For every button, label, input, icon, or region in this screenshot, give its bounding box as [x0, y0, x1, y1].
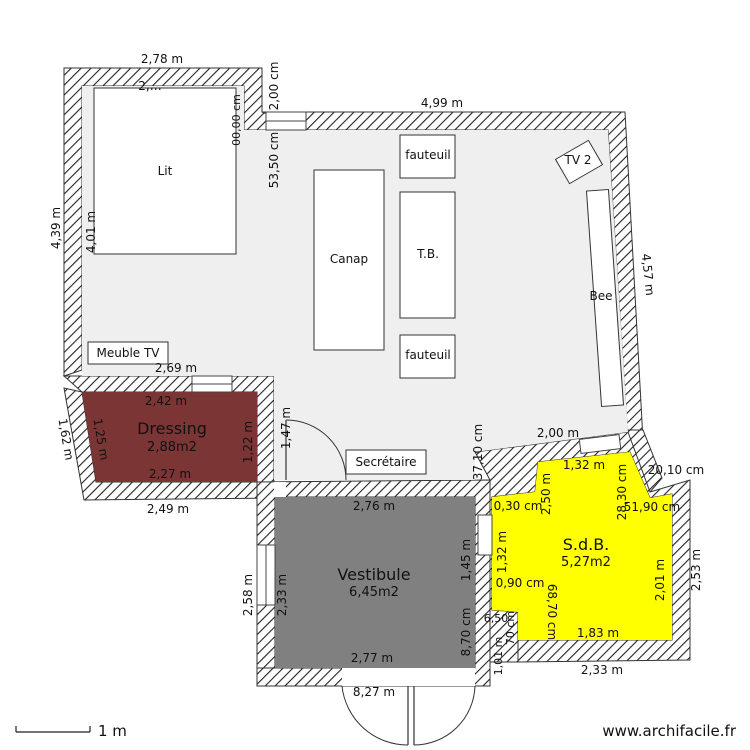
dressing-name: Dressing — [137, 419, 207, 438]
dim-sdb-top-right: 20,10 cm — [648, 463, 704, 477]
dim-left-inner: 4,01 m — [84, 211, 98, 253]
bed — [93, 87, 237, 255]
dim-sdb-small-a: 6,50 — [484, 612, 509, 625]
bee-label: Bee — [590, 289, 613, 303]
dim-sdb-left-90: 0,90 cm — [496, 576, 545, 590]
dim-dressing-top: 2,42 m — [145, 394, 187, 408]
dim-meuble-tv: 2,69 m — [155, 361, 197, 375]
dim-sdb-top-wall: 2,00 m — [537, 426, 579, 440]
sdb-name: S.d.B. — [563, 535, 610, 554]
dim-vestibule-top: 2,76 m — [353, 499, 395, 513]
dim-top-left: 2,78 m — [141, 52, 183, 66]
tv-2 — [554, 139, 604, 185]
dim-vestibule-left-outer: 2,58 m — [241, 574, 255, 616]
tv-cabinet — [87, 341, 169, 365]
dim-door-height: 1,47 m — [279, 407, 293, 449]
dressing-area: 2,88m2 — [147, 440, 197, 455]
dim-sdb-small-b: 1,01 m — [492, 637, 505, 676]
dim-sdb-right-190: 51,90 cm — [624, 500, 680, 514]
dim-sdb-left-upper: 2,50 m — [539, 473, 553, 515]
dim-vestibule-left-inner: 2,33 m — [275, 574, 289, 616]
vestibule-name: Vestibule — [337, 565, 410, 584]
dim-sdb-top-inner: 1,32 m — [563, 458, 605, 472]
dressing-floor — [82, 392, 257, 482]
dim-sdb-top-left: 37,10 cm — [471, 424, 485, 480]
dim-sdb-bottom-inner: 1,83 m — [577, 626, 619, 640]
vestibule-area: 6,45m2 — [349, 585, 399, 600]
dim-sdb-right-outer: 2,53 m — [689, 549, 703, 591]
window-sdb-left — [477, 514, 493, 556]
bee-shelf — [585, 188, 625, 408]
tv-2-label: TV 2 — [564, 153, 592, 167]
dim-sdb-right-inner: 2,01 m — [653, 559, 667, 601]
coffee-table — [399, 191, 456, 319]
dim-partition-2cm: 2,00 cm — [267, 62, 281, 111]
door-dressing-vestibule — [274, 419, 347, 497]
armchair-top — [399, 134, 456, 179]
dim-dressing-right: 1,22 m — [241, 421, 255, 463]
dim-sdb-right-upper: 28,30 cm — [615, 464, 629, 520]
secretary-desk-label: Secrétaire — [355, 455, 416, 469]
window-sdb — [578, 434, 622, 454]
secretary-desk — [345, 449, 427, 475]
dim-top-left-inner: 2,… — [138, 79, 161, 93]
entrance-doors — [341, 668, 476, 746]
dim-sdb-left-30: 0,30 cm — [494, 499, 543, 513]
tv-cabinet-label: Meuble TV — [96, 346, 160, 360]
dim-vestibule-bottom: 2,77 m — [351, 651, 393, 665]
sdb-floor — [492, 452, 672, 640]
bed-label: Lit — [158, 164, 173, 178]
scale-bar: 1 m — [15, 722, 127, 740]
dim-sdb-small-c: 70 cm — [504, 611, 517, 645]
dim-top-right: 4,99 m — [421, 96, 463, 110]
dim-sdb-left-lower: 68,70 cm — [545, 584, 559, 640]
dim-vestibule-right: 1,45 m — [459, 539, 473, 581]
dim-dressing-bottom: 2,49 m — [147, 502, 189, 516]
dim-partition-53cm: 53,50 cm — [267, 132, 281, 188]
dim-right-height: 4,57 m — [639, 253, 657, 296]
dimensions: 2,78 m 2,… 4,99 m 4,39 m 4,01 m 2,00 cm … — [49, 52, 704, 699]
dim-vestibule-right-lower: 8,70 cm — [459, 608, 473, 657]
sofa-label: Canap — [330, 252, 368, 266]
credit-link[interactable]: www.archifacile.fr — [602, 722, 736, 740]
furniture: Lit Canap T.B. fauteuil fauteuil TV 2 Be… — [87, 87, 625, 475]
dim-sdb-left-132: 1,32 m — [495, 531, 509, 573]
dim-sdb-bottom-outer: 2,33 m — [581, 663, 623, 677]
armchair-bottom — [399, 334, 456, 379]
armchair-bottom-label: fauteuil — [405, 348, 451, 362]
dim-partition-overlap: 00,00 cm — [230, 94, 243, 146]
dim-dressing-bottom-inner: 2,27 m — [149, 467, 191, 481]
dim-entrance: 8,27 m — [353, 685, 395, 699]
armchair-top-label: fauteuil — [405, 148, 451, 162]
scale-label: 1 m — [98, 722, 127, 740]
sdb-area: 5,27m2 — [561, 555, 611, 570]
vestibule-floor — [275, 497, 475, 668]
dim-left-height: 4,39 m — [49, 207, 63, 249]
coffee-table-label: T.B. — [416, 247, 439, 261]
sofa — [313, 169, 385, 351]
